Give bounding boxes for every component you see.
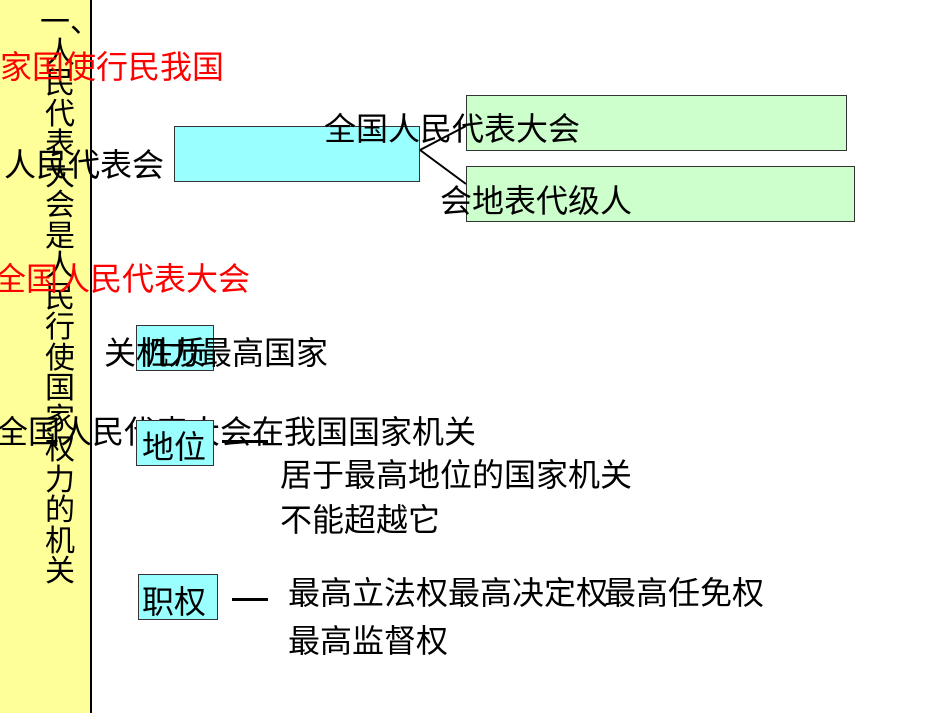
- status-tag: 地位: [142, 428, 207, 466]
- red-heading-1-a: 家国使行民我国: [0, 48, 225, 86]
- powers-arrow: [232, 598, 268, 601]
- nature-tag: 性质: [142, 334, 207, 372]
- powers-line-1a: 最高立法权: [288, 574, 449, 612]
- nature-desc: 关机力最高国家: [104, 334, 329, 372]
- national-congress-label: 全国人民代表大会: [324, 110, 581, 148]
- status-arrow: [222, 440, 268, 443]
- red-heading-2: 全国人民代表大会: [0, 260, 251, 298]
- left-vertical-bar: 一、人民代表大会是人民行使国家权力的机关: [0, 0, 100, 713]
- status-tag-box: [136, 420, 214, 466]
- national-congress-box: [466, 95, 847, 151]
- status-line-1: 居于最高地位的国家机关: [280, 456, 633, 494]
- powers-tag: 职权: [142, 583, 207, 621]
- people-rep-label: 人民代表会: [4, 146, 165, 184]
- powers-line-1b: 最高决定权: [448, 574, 609, 612]
- status-line-2: 不能超越它: [280, 501, 441, 539]
- status-desc: 全国人民代表大会在我国国家机关: [0, 413, 477, 451]
- people-rep-box: [174, 126, 420, 182]
- powers-tag-box: [138, 574, 218, 620]
- nature-tag-box: [136, 325, 214, 371]
- local-congress-box: [466, 166, 855, 222]
- powers-line-2: 最高监督权: [288, 622, 449, 660]
- branch-connector: [419, 125, 467, 185]
- local-congress-label: 会地表代级人: [440, 182, 633, 220]
- powers-line-1c: 最高任免权: [604, 574, 765, 612]
- vertical-title: 一、人民代表大会是人民行使国家权力的机关: [40, 5, 100, 589]
